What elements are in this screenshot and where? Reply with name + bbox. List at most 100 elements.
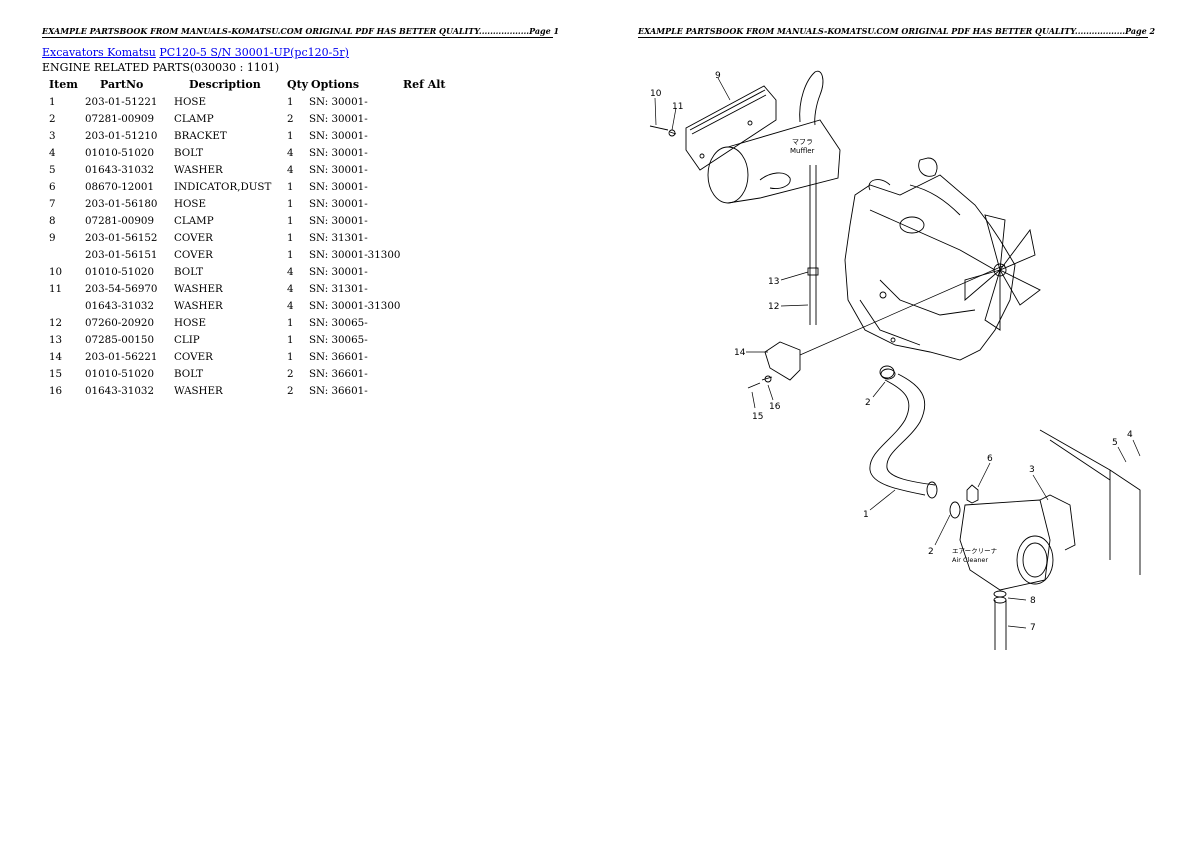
clamp-lower [949, 501, 961, 519]
cell-description: BRACKET [174, 129, 227, 142]
cell-item: 14 [49, 350, 63, 363]
cell-item: 9 [49, 231, 56, 244]
cell-item: 16 [49, 384, 63, 397]
category-link[interactable]: Excavators Komatsu [42, 46, 156, 59]
breather-hose [993, 590, 1007, 650]
cell-partno: 01010-51020 [85, 265, 154, 278]
cell-description: COVER [174, 350, 213, 363]
table-header-row: Item PartNo Description Qty Options Ref … [42, 76, 463, 93]
air-cleaner: エアークリーナ Air Cleaner [952, 484, 1054, 591]
cell-description: WASHER [174, 163, 223, 176]
cell-partno: 203-01-56152 [85, 231, 158, 244]
cell-item: 3 [49, 129, 56, 142]
column-header-ref-alt: Ref Alt [403, 78, 446, 91]
cell-qty: 1 [287, 180, 294, 193]
cell-description: INDICATOR,DUST [174, 180, 272, 193]
cell-options: SN: 36601- [309, 367, 368, 380]
column-header-qty: Qty [287, 78, 309, 91]
cell-description: BOLT [174, 265, 204, 278]
cell-partno: 01010-51020 [85, 146, 154, 159]
callout-1: 1 [863, 510, 869, 520]
cell-partno: 01643-31032 [85, 163, 154, 176]
cell-qty: 4 [287, 299, 294, 312]
cell-partno: 203-01-51210 [85, 129, 158, 142]
engine-block [844, 157, 1016, 361]
column-header-partno: PartNo [100, 78, 144, 91]
cell-partno: 203-01-56180 [85, 197, 158, 210]
cell-qty: 2 [287, 367, 294, 380]
column-header-description: Description [189, 78, 261, 91]
cell-options: SN: 36601- [309, 384, 368, 397]
cell-partno: 203-54-56970 [85, 282, 158, 295]
cell-qty: 1 [287, 231, 294, 244]
callout-3: 3 [1029, 465, 1035, 475]
callout-labels: 10 11 9 13 12 14 15 16 2 1 2 6 3 5 4 8 7 [650, 71, 1133, 633]
cell-qty: 1 [287, 95, 294, 108]
clamp-upper [879, 365, 895, 379]
cell-qty: 4 [287, 282, 294, 295]
cell-options: SN: 30001- [309, 214, 368, 227]
callout-9: 9 [715, 71, 721, 81]
cell-description: HOSE [174, 316, 206, 329]
cell-options: SN: 30001- [309, 129, 368, 142]
cell-qty: 1 [287, 316, 294, 329]
cell-qty: 1 [287, 350, 294, 363]
callout-2-upper: 2 [865, 398, 871, 408]
callout-13: 13 [768, 277, 779, 287]
cell-description: HOSE [174, 197, 206, 210]
callout-2-lower: 2 [928, 547, 934, 557]
cell-item: 5 [49, 163, 56, 176]
table-row: 9 203-01-56152 COVER 1 SN: 31301- [42, 229, 463, 246]
cell-item: 13 [49, 333, 63, 346]
cell-options: SN: 30001- [309, 180, 368, 193]
air-cleaner-jp-label: エアークリーナ [952, 547, 997, 555]
cell-description: COVER [174, 231, 213, 244]
cell-description: BOLT [174, 146, 204, 159]
drain-hose [807, 165, 819, 325]
cell-options: SN: 30065- [309, 333, 368, 346]
cell-options: SN: 30001-31300 [309, 299, 401, 312]
model-link[interactable]: PC120-5 S/N 30001-UP(pc120-5r) [159, 46, 349, 59]
cell-partno: 01010-51020 [85, 367, 154, 380]
callout-7: 7 [1030, 623, 1036, 633]
cell-qty: 1 [287, 214, 294, 227]
cell-qty: 1 [287, 248, 294, 261]
callout-4: 4 [1127, 430, 1133, 440]
callout-5: 5 [1112, 438, 1118, 448]
page-2-header: EXAMPLE PARTSBOOK FROM MANUALS-KOMATSU.C… [638, 26, 1156, 38]
cell-options: SN: 30001- [309, 146, 368, 159]
cell-qty: 2 [287, 112, 294, 125]
cell-partno: 01643-31032 [85, 384, 154, 397]
cell-options: SN: 30001- [309, 95, 368, 108]
callout-15: 15 [752, 412, 763, 422]
cell-partno: 07260-20920 [85, 316, 154, 329]
cell-description: HOSE [174, 95, 206, 108]
cell-description: WASHER [174, 299, 223, 312]
cell-description: CLAMP [174, 112, 214, 125]
callout-8: 8 [1030, 596, 1036, 606]
intake-hose [869, 368, 938, 499]
cell-item: 1 [49, 95, 56, 108]
breadcrumb: Excavators Komatsu PC120-5 S/N 30001-UP(… [42, 46, 349, 59]
callout-11: 11 [672, 102, 683, 112]
cell-options: SN: 31301- [309, 231, 368, 244]
callout-10: 10 [650, 89, 662, 99]
cooling-fan [964, 214, 1041, 331]
cell-partno: 01643-31032 [85, 299, 154, 312]
cell-description: CLAMP [174, 214, 214, 227]
cell-qty: 4 [287, 146, 294, 159]
cell-options: SN: 30001- [309, 163, 368, 176]
cell-qty: 4 [287, 265, 294, 278]
callout-16: 16 [769, 402, 781, 412]
cell-partno: 07281-00909 [85, 112, 154, 125]
